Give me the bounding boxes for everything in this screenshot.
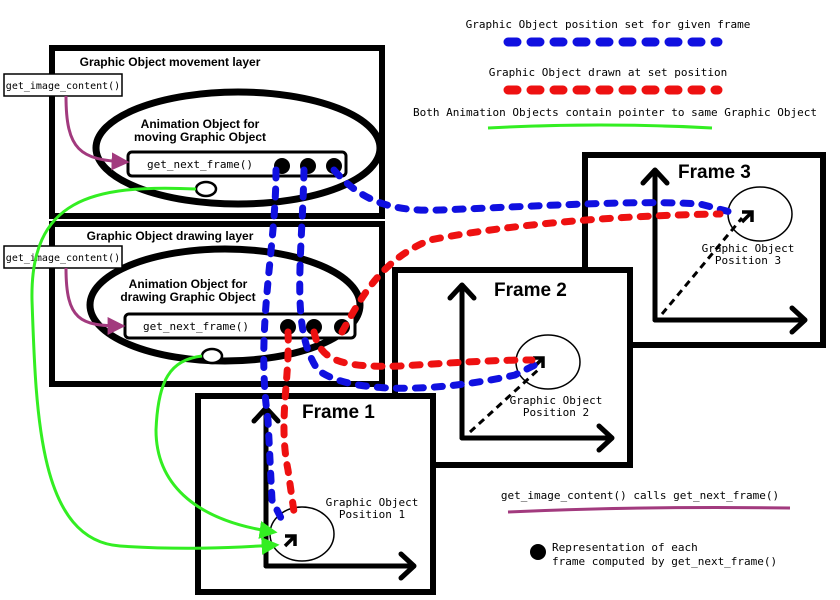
frame-3-diagonal [660,217,744,315]
legend-dot-text-1: Representation of each [552,541,698,554]
blue-paths [260,166,742,524]
drawing-side-label: get_image_content() [6,253,120,264]
frame-2-pos-line2: Position 2 [523,406,589,419]
legend: Graphic Object position set for given fr… [413,18,817,568]
frame-1-box [195,393,436,595]
blue-path-frame-3 [330,166,742,218]
drawing-layer-box [49,221,385,387]
movement-pointer-circle [194,180,218,198]
movement-method-label: get_next_frame() [147,158,253,171]
blue-path-frame-2 [296,166,539,392]
frame-1-x-axis [263,551,417,581]
legend-purple-line [507,506,791,514]
frame-2-pos-line1: Graphic Object [510,394,603,407]
drawing-anim-title-2: drawing Graphic Object [120,290,255,304]
drawing-call-arrow [64,267,126,335]
frame-2-x-axis [459,423,615,453]
frame-2-y-axis [447,282,477,441]
frame-3-x-axis [652,305,808,335]
red-path-frame-3 [338,210,724,336]
movement-side-label-box [3,73,123,97]
frame-3-pos-line2: Position 3 [715,254,781,267]
legend-green-line [487,123,713,130]
frame-3-object-marker [740,210,754,224]
frame-2-title: Frame 2 [494,280,567,301]
legend-blue-text: Graphic Object position set for given fr… [466,18,751,31]
drawing-pointer-circle [200,347,224,365]
frame-2: Frame 2 Graphic Object Position 2 [392,267,633,468]
frame-1-pos-line1: Graphic Object [326,496,419,509]
blue-path-frame-1 [260,166,286,524]
movement-layer-box [49,45,385,219]
legend-green-text: Both Animation Objects contain pointer t… [413,106,817,119]
drawing-pointer-line [154,354,278,539]
drawing-layer: Graphic Object drawing layer Animation O… [49,221,385,387]
frame-1-object-marker [283,534,297,548]
drawing-layer-title: Graphic Object drawing layer [87,229,254,243]
movement-layer-title: Graphic Object movement layer [80,55,261,69]
red-path-frame-2 [310,328,536,370]
drawing-frame-dot-2 [306,319,322,335]
red-path-frame-1 [280,328,298,516]
legend-red-text: Graphic Object drawn at set position [489,66,727,79]
legend-purple-text: get_image_content() calls get_next_frame… [501,489,779,502]
drawing-anim-title-1: Animation Object for [129,277,248,291]
frame-1-pos-line2: Position 1 [339,508,405,521]
frame-1: Frame 1 Graphic Object Position 1 [195,393,436,595]
movement-side-label: get_image_content() [6,81,120,92]
movement-call-arrow [64,95,130,171]
movement-anim-title-1: Animation Object for [141,117,260,131]
frame-3-pos-line1: Graphic Object [702,242,795,255]
drawing-frame-dot-1 [280,319,296,335]
movement-pointer-line [30,186,280,555]
frame-3-title: Frame 3 [678,162,751,183]
drawing-method-label: get_next_frame() [143,320,249,333]
legend-frame-dot [530,544,546,560]
movement-layer: Graphic Object movement layer Animation … [49,45,385,219]
frame-1-title: Frame 1 [302,402,375,423]
movement-anim-title-2: moving Graphic Object [134,130,266,144]
drawing-anim-ellipse [86,245,364,365]
frame-3-y-axis [640,167,670,323]
legend-dot-text-2: frame computed by get_next_frame() [552,555,777,568]
frame-2-diagonal [468,368,540,434]
movement-anim-ellipse [92,88,384,208]
red-paths [280,210,724,516]
